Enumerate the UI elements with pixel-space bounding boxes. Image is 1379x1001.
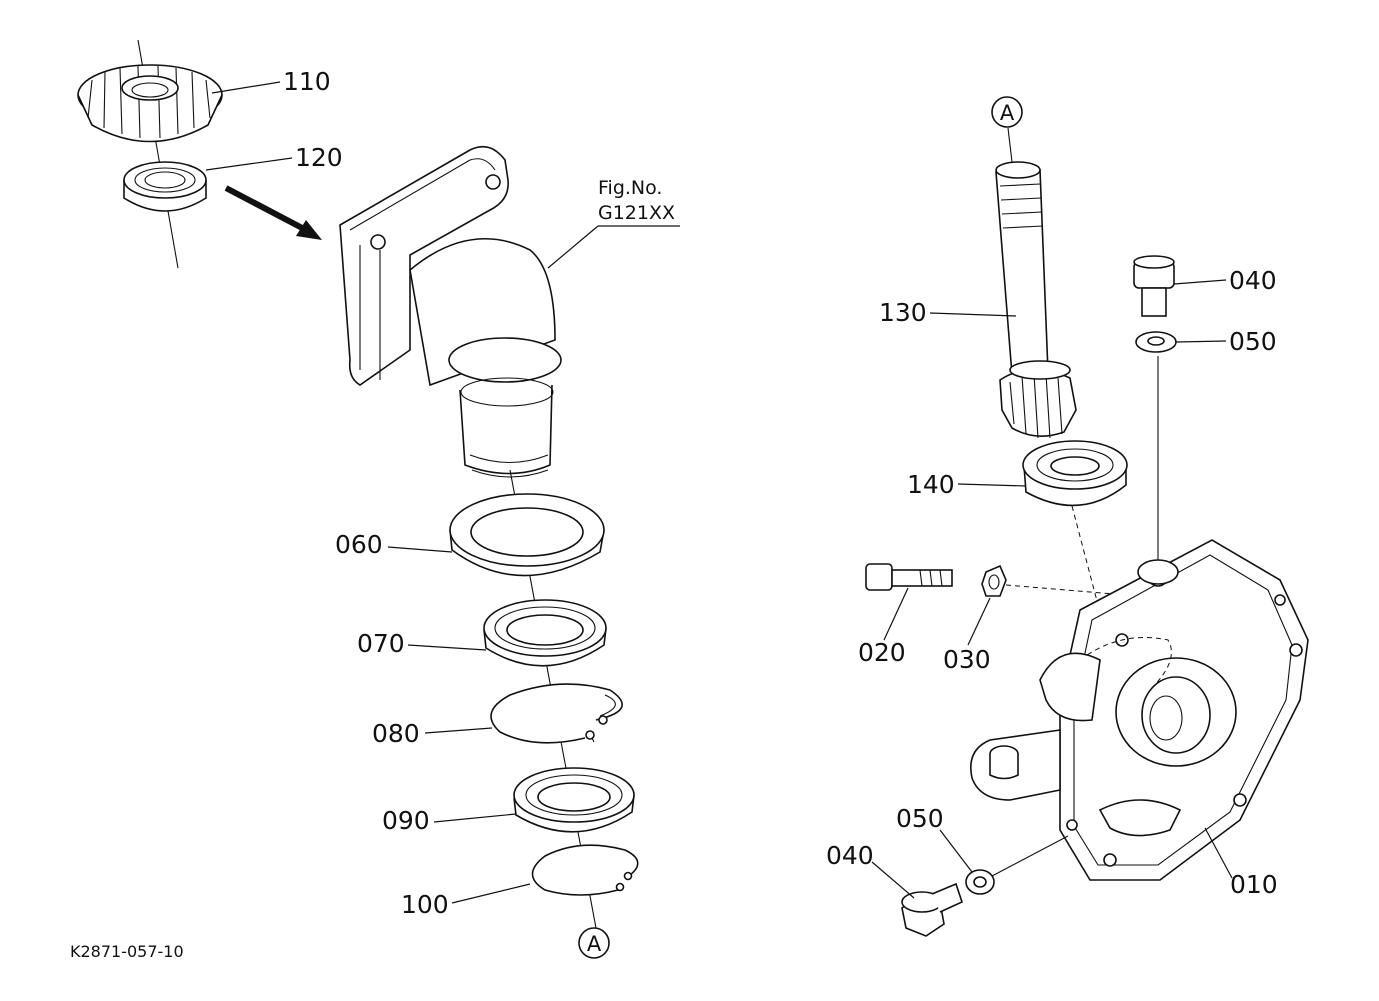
- label-090: 090: [382, 806, 430, 835]
- label-040-top: 040: [1229, 266, 1277, 295]
- bevel-gear-110: [77, 64, 223, 143]
- leader-fig: [547, 225, 599, 269]
- hex-bolt-020: [865, 563, 953, 591]
- label-020: 020: [858, 638, 906, 667]
- leader-140: [957, 483, 1027, 487]
- label-100: 100: [401, 890, 449, 919]
- svg-text:A: A: [587, 932, 602, 956]
- leader-040-top: [1173, 279, 1227, 285]
- leader-070: [407, 644, 487, 651]
- leader-100: [451, 883, 531, 904]
- washer-050-top: [1135, 331, 1177, 353]
- label-040-bottom: 040: [826, 841, 874, 870]
- ball-bearing-140: [1022, 440, 1128, 507]
- connection-marker-a-bottom: A: [578, 927, 610, 959]
- gear-case-housing: [339, 145, 562, 478]
- snap-ring-100: [531, 844, 639, 896]
- label-120: 120: [295, 143, 343, 172]
- ball-bearing-120: [123, 161, 207, 212]
- label-110: 110: [283, 67, 331, 96]
- pinion-shaft-130: [995, 161, 1077, 439]
- leader-020: [883, 587, 909, 641]
- label-050-bottom: 050: [896, 804, 944, 833]
- leader-050-top: [1175, 340, 1227, 343]
- plug-bolt-040-bottom: [901, 882, 963, 937]
- svg-text:A: A: [1000, 101, 1015, 125]
- leader-060: [387, 546, 453, 553]
- drawing-code: K2871-057-10: [70, 942, 184, 961]
- gear-case-010: [970, 539, 1309, 881]
- axis-line-shaft-top: [1007, 127, 1013, 163]
- assembly-arrow: [224, 185, 322, 240]
- leader-040-bottom: [871, 861, 915, 899]
- leader-120: [205, 157, 293, 171]
- label-050-top: 050: [1229, 327, 1277, 356]
- assembly-line-shaft: [1071, 505, 1103, 621]
- hex-nut-030: [981, 564, 1007, 597]
- leader-030: [967, 597, 991, 646]
- leader-130: [929, 312, 1017, 317]
- label-070: 070: [357, 629, 405, 658]
- assembly-line-bolt-bottom: [991, 835, 1069, 877]
- connection-marker-a-top: A: [991, 96, 1023, 128]
- fig-ref-line1: Fig.No.: [598, 177, 662, 199]
- fig-ref-line2: G121XX: [598, 202, 675, 224]
- oil-seal-090: [513, 767, 635, 833]
- label-140: 140: [907, 470, 955, 499]
- label-080: 080: [372, 719, 420, 748]
- plug-bolt-040-top: [1133, 255, 1175, 317]
- leader-090: [433, 813, 517, 823]
- leader-050-bottom: [939, 829, 973, 873]
- oil-seal-070: [483, 599, 607, 667]
- leader-080: [424, 727, 493, 734]
- leader-110: [211, 81, 281, 94]
- washer-050-bottom: [965, 869, 995, 895]
- label-130: 130: [879, 298, 927, 327]
- label-010: 010: [1230, 870, 1278, 899]
- collar-060: [449, 493, 605, 577]
- label-030: 030: [943, 645, 991, 674]
- snap-ring-080: [490, 683, 623, 744]
- label-060: 060: [335, 530, 383, 559]
- leader-010: [1204, 827, 1233, 879]
